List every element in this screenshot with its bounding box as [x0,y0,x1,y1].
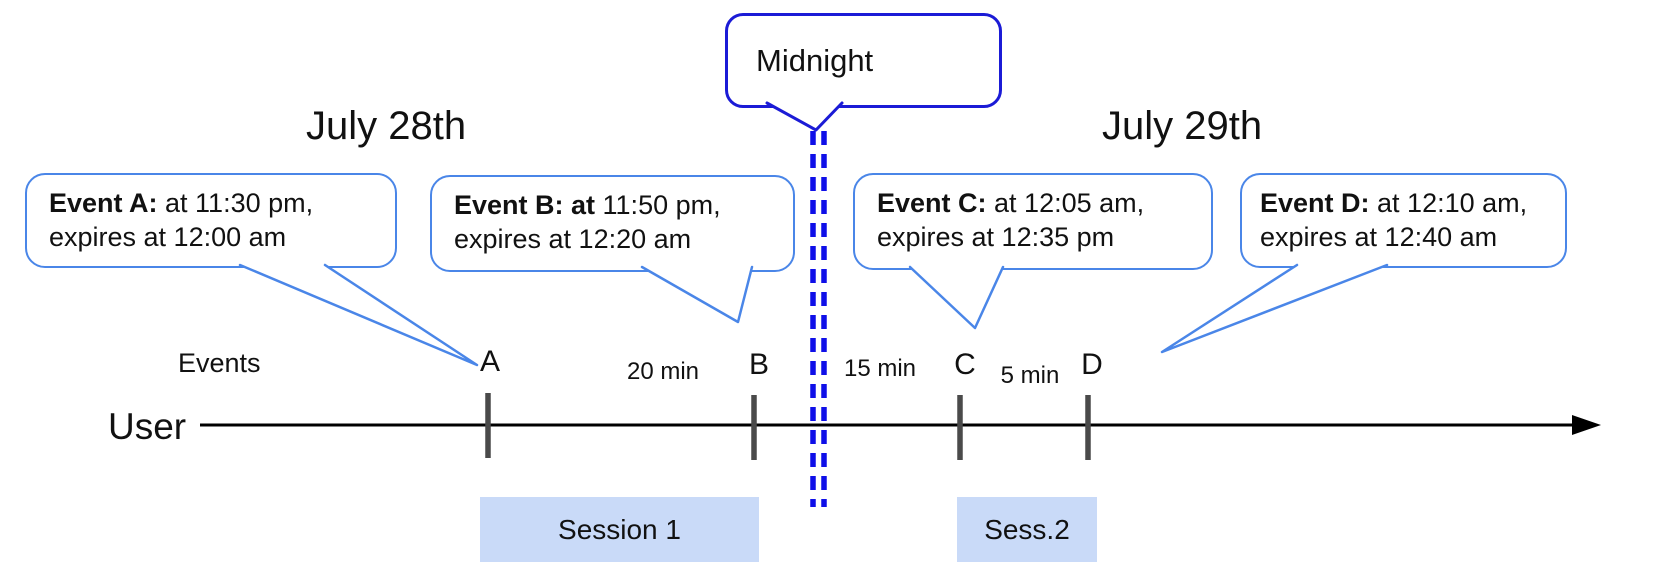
event-d-time: at 12:10 am, [1377,188,1528,218]
duration-c-d: 5 min [1000,362,1060,389]
timeline-arrowhead [1572,415,1601,435]
event-b-expiry: expires at 12:20 am [454,224,692,254]
session-2-box: Sess.2 [957,497,1097,562]
tick-label-a: A [479,345,500,378]
event-d-callout-tail [1160,263,1389,354]
event-a-line1: Event A: at 11:30 pm, [49,186,395,220]
event-a-expiry: expires at 12:00 am [49,222,287,252]
date-july-28: July 28th [306,104,467,148]
event-c-callout-tail [908,265,1005,330]
tick-label-d: D [1081,348,1103,381]
event-c-expiry: expires at 12:35 pm [877,222,1115,252]
duration-b-c: 15 min [843,355,917,382]
date-july-29: July 29th [1102,104,1263,148]
event-d-callout: Event D: at 12:10 am, expires at 12:40 a… [1240,173,1567,268]
tick-label-b: B [748,348,769,381]
event-c-title: Event C: [877,188,987,218]
event-b-line1: Event B: at 11:50 pm, [454,188,793,222]
duration-a-b: 20 min [626,358,700,385]
event-a-time: at 11:30 pm, [157,188,314,218]
event-d-expiry: expires at 12:40 am [1260,222,1498,252]
event-d-line1: Event D: at 12:10 am, [1260,186,1565,220]
event-a-callout: Event A: at 11:30 pm, expires at 12:00 a… [25,173,397,268]
event-c-callout: Event C: at 12:05 am, expires at 12:35 p… [853,173,1213,270]
session-1-box: Session 1 [480,497,759,562]
user-axis-label: User [108,406,187,447]
event-b-time: 11:50 pm, [595,190,721,220]
tick-label-c: C [954,348,976,381]
event-a-callout-tail [238,263,479,367]
event-b-callout-tail [640,265,754,324]
event-c-time: at 12:05 am, [986,188,1145,218]
event-b-callout: Event B: at 11:50 pm, expires at 12:20 a… [430,175,795,272]
event-b-title: Event B: at [454,190,596,220]
events-axis-label: Events [178,348,261,378]
midnight-callout: Midnight [725,13,1002,108]
event-c-line1: Event C: at 12:05 am, [877,186,1211,220]
event-d-title: Event D: [1260,188,1378,218]
midnight-label: Midnight [756,42,874,78]
event-a-title: Event A: [49,188,158,218]
